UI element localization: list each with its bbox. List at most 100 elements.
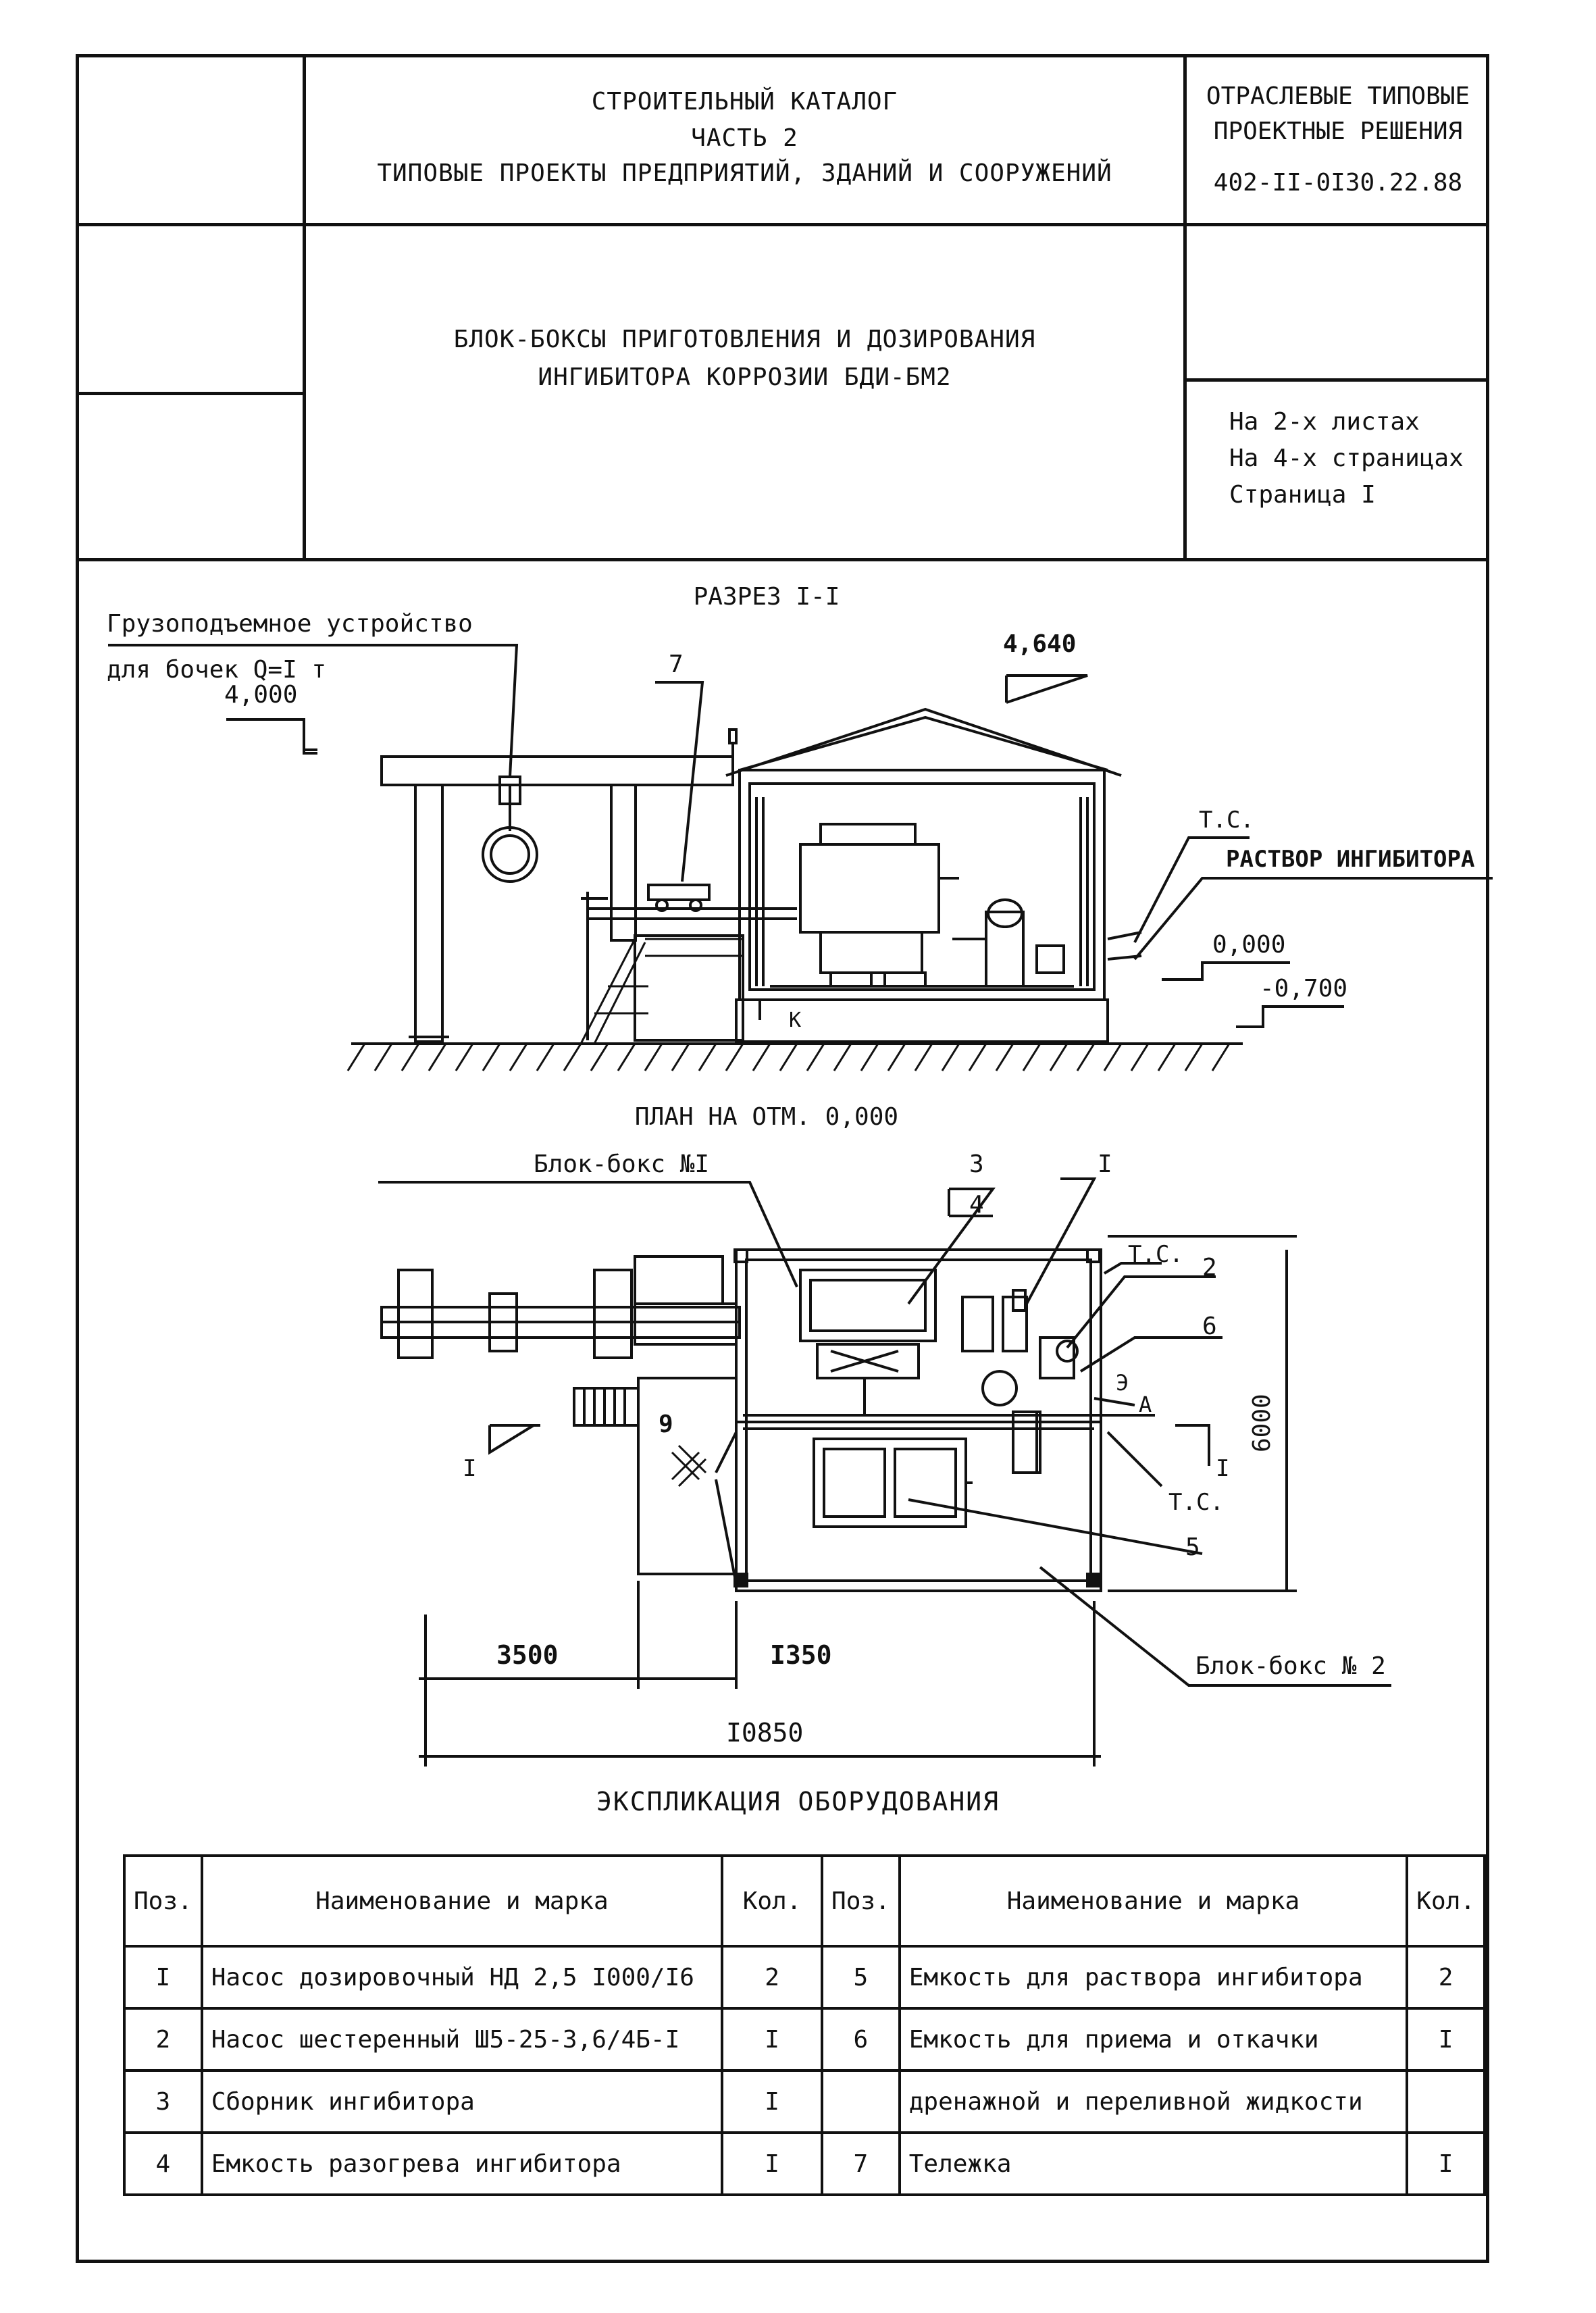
right-header-line-1: ОТРАСЛЕВЫЕ ТИПОВЫЕ — [1206, 82, 1470, 110]
section-title: РАЗРЕЗ I-I — [694, 583, 840, 611]
spec-cell: 6 — [821, 2007, 901, 2072]
spec-cell: Емкость для приема и откачки — [898, 2007, 1409, 2072]
spec-cell: дренажной и переливной жидкости — [898, 2069, 1409, 2134]
spec-cell: I — [721, 2007, 824, 2072]
hoist-leader — [108, 644, 519, 778]
plan-label-6: 6 — [1202, 1313, 1217, 1340]
spec-cell: 5 — [821, 1945, 901, 2010]
title-block-hline-1 — [76, 223, 1489, 226]
plan-label-2: 2 — [1202, 1254, 1217, 1281]
spec-header-name-right: Наименование и марка — [898, 1854, 1409, 1948]
label-e-leader — [1093, 1397, 1135, 1406]
plan-cut-left: I — [463, 1455, 476, 1482]
spec-header-row: Поз. Наименование и марка Кол. Поз. Наим… — [123, 1854, 1486, 1948]
spec-cell: Насос шестеренный Ш5-25-3,6/4Б-I — [200, 2007, 724, 2072]
plan-block-box-1 — [735, 1248, 1102, 1592]
mark-0700: -0,700 — [1260, 975, 1347, 1002]
spec-cell: 4 — [123, 2131, 203, 2196]
catalog-line-3: ТИПОВЫЕ ПРОЕКТЫ ПРЕДПРИЯТИЙ, ЗДАНИЙ И СО… — [377, 159, 1112, 187]
plan-title: ПЛАН НА ОТМ. 0,000 — [635, 1103, 898, 1131]
block2-leader — [1039, 1566, 1391, 1687]
table-row: I Насос дозировочный НД 2,5 I000/I6 2 5 … — [123, 1945, 1486, 2010]
mark-4640-leader — [1006, 674, 1088, 704]
catalog-line-2: ЧАСТЬ 2 — [691, 124, 798, 152]
label-I-leader — [1025, 1177, 1097, 1304]
mark-4640: 4,640 — [1003, 630, 1076, 658]
spec-cell: I — [1406, 2007, 1486, 2072]
title-block-hline-3 — [1183, 378, 1489, 382]
document-code: 402-II-0I30.22.88 — [1213, 169, 1463, 197]
cut-mark-left — [488, 1424, 540, 1455]
table-row: 3 Сборник ингибитора I дренажной и перел… — [123, 2069, 1486, 2134]
plan-label-I: I — [1098, 1150, 1112, 1178]
spec-cell — [821, 2069, 901, 2134]
catalog-line-1: СТРОИТЕЛЬНЫЙ КАТАЛОГ — [591, 88, 898, 116]
plan-dim-3500: 3500 — [496, 1640, 559, 1670]
plan-tank-5 — [813, 1438, 967, 1528]
right-header-line-2: ПРОЕКТНЫЕ РЕШЕНИЯ — [1213, 118, 1463, 145]
ground-hatching — [346, 1043, 1231, 1071]
ts-top-leader — [1103, 1262, 1162, 1275]
label-7-leader — [655, 681, 704, 882]
section-label-k: К — [789, 1009, 801, 1032]
plan-block2-label: Блок-бокс № 2 — [1195, 1652, 1386, 1680]
spec-header-qty-right: Кол. — [1406, 1854, 1486, 1948]
spec-cell: I — [123, 1945, 203, 2010]
mark-0000-leader — [1162, 961, 1290, 981]
spec-cell: Сборник ингибитора — [200, 2069, 724, 2134]
block-box-roof — [725, 707, 1122, 777]
platform — [634, 934, 744, 1042]
barrel-circle-outer — [482, 826, 538, 883]
plan-pump-1 — [961, 1296, 994, 1352]
plan-cut-right: I — [1216, 1455, 1229, 1482]
mark-0700-leader — [1236, 1005, 1344, 1028]
spec-cell — [1406, 2069, 1486, 2134]
hoist-column-left — [414, 784, 444, 1043]
section-label-ts: Т.С. — [1199, 807, 1254, 834]
title-block-hline-bottom — [76, 558, 1489, 561]
spec-cell: I — [1406, 2131, 1486, 2196]
title-block-hline-2 — [76, 392, 306, 395]
spec-header-qty-left: Кол. — [721, 1854, 824, 1948]
drawing-frame — [76, 54, 1489, 2263]
plan-tank-3 — [799, 1269, 937, 1342]
plan-dim-10850: I0850 — [726, 1718, 803, 1748]
plan-label-4: 4 — [969, 1191, 984, 1219]
spec-header-pos-right: Поз. — [821, 1854, 901, 1948]
mark-4000: 4,000 — [224, 681, 297, 709]
plan-label-a: А — [1139, 1392, 1152, 1417]
label-2-leader — [1066, 1275, 1216, 1349]
plan-label-e: Э — [1116, 1370, 1129, 1396]
plan-pump-2 — [981, 1370, 1018, 1406]
plan-block1-label: Блок-бокс №I — [534, 1150, 709, 1178]
label-3-leader — [907, 1188, 996, 1305]
spec-cell: Емкость разогрева ингибитора — [200, 2131, 724, 2196]
spec-cell: I — [721, 2131, 824, 2196]
label-6-leader — [1079, 1336, 1222, 1373]
mark-0000: 0,000 — [1212, 931, 1285, 959]
drawing-title-line-1: БЛОК-БОКСЫ ПРИГОТОВЛЕНИЯ И ДОЗИРОВАНИЯ — [453, 326, 1036, 353]
block-box-foundation — [735, 998, 1109, 1043]
title-block-vline-2 — [1183, 54, 1187, 561]
spec-cell: 2 — [123, 2007, 203, 2072]
equipment-spec-table: Поз. Наименование и марка Кол. Поз. Наим… — [123, 1854, 1486, 2196]
sheet-count: На 2-х листах — [1229, 408, 1420, 436]
spec-cell: Насос дозировочный НД 2,5 I000/I6 — [200, 1945, 724, 2010]
drawing-title-line-2: ИНГИБИТОРА КОРРОЗИИ БДИ-БМ2 — [538, 363, 952, 391]
hoist-label-line-1: Грузоподъемное устройство — [107, 610, 473, 638]
plan-dim-6000: 6000 — [1248, 1394, 1276, 1452]
title-block-vline-1 — [303, 54, 306, 561]
spec-cell: 2 — [1406, 1945, 1486, 2010]
spec-header-name-left: Наименование и марка — [200, 1854, 724, 1948]
hoist-column-right — [610, 784, 637, 942]
stair-railing — [580, 938, 743, 1044]
spec-cell: I — [721, 2069, 824, 2134]
spec-header-pos-left: Поз. — [123, 1854, 203, 1948]
plan-dim-1350: I350 — [770, 1640, 832, 1670]
plan-label-3: 3 — [969, 1150, 984, 1178]
plan-label-9: 9 — [659, 1410, 673, 1438]
section-tank — [799, 843, 940, 934]
spec-cell: 2 — [721, 1945, 824, 2010]
hoist-label-line-2: для бочек Q=I т — [107, 656, 326, 684]
page-number: Страница I — [1229, 481, 1376, 509]
